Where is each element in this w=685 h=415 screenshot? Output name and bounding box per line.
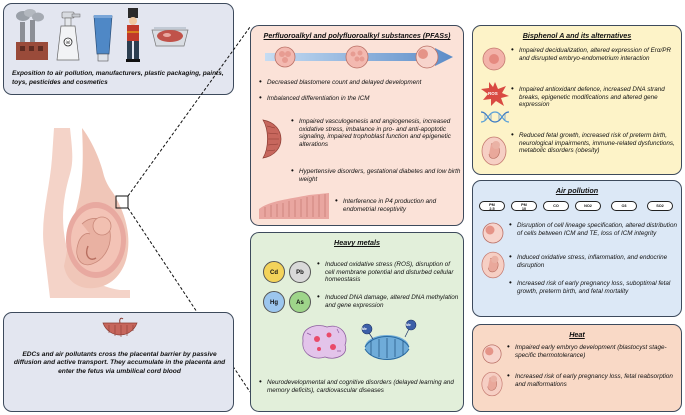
embryo-development-arrow <box>265 45 453 69</box>
pfas-bullet-1: • <box>259 77 262 86</box>
endometrium-icon <box>259 193 329 219</box>
pfas-item-1: Decreased blastomere count and delayed d… <box>267 79 422 86</box>
pfas-bullet-4: • <box>291 166 294 175</box>
pfas-bullet-2: • <box>259 93 262 102</box>
bpa-item-1: Impaired decidualization, altered expres… <box>519 47 671 62</box>
pollutant-no2: NO2 <box>575 201 601 211</box>
air-bullet-3: • <box>509 278 512 287</box>
exposure-panel: ☠ Exposition to air pollution, manufactu… <box>3 3 234 95</box>
pfas-item-3: Impaired vasculogenesis and angiogenesis… <box>299 118 451 148</box>
bpa-item-3: Reduced fetal growth, increased risk of … <box>519 132 675 155</box>
bpa-title: Bisphenol A and its alternatives <box>522 31 632 40</box>
air-title: Air pollution <box>555 186 599 195</box>
methyl-label-2: Me <box>406 323 411 327</box>
bpa-bullet-2: • <box>511 84 514 93</box>
heat-bullet-2: • <box>507 371 510 380</box>
blastocyst-icon-heat <box>482 344 502 364</box>
pfas-bullet-5: • <box>335 196 338 205</box>
bpa-bullet-3: • <box>511 130 514 139</box>
heat-item-1: Impaired early embryo development (blast… <box>515 344 667 359</box>
pfas-item-4: Hypertensive disorders, gestational diab… <box>299 168 461 183</box>
ros-burst-icon <box>481 82 509 106</box>
pfas-item-5: Interference in P4 production and endome… <box>343 198 437 213</box>
spray-bottle-icon: ☠ <box>56 11 81 61</box>
heat-item-2: Increased risk of early pregnancy loss, … <box>515 373 673 388</box>
fetus-icon-heat <box>481 371 503 397</box>
metals-item-1: Induced oxidative stress (ROS), disrupti… <box>325 261 454 284</box>
air-bullet-1: • <box>509 220 512 229</box>
metals-bullet-1: • <box>317 259 320 268</box>
heavy-metals-title: Heavy metals <box>334 238 380 247</box>
pollutant-o3: O3 <box>611 201 637 211</box>
air-item-3: Increased risk of early pregnancy loss, … <box>517 280 671 295</box>
pfas-bullet-3: • <box>291 116 294 125</box>
plastic-packaging-icon <box>151 27 189 47</box>
pollutant-so2: SO2 <box>647 201 673 211</box>
fetus-icon <box>481 136 507 166</box>
pregnant-woman-icon <box>43 128 130 298</box>
element-pb: Pb <box>289 261 311 283</box>
heat-bullet-1: • <box>507 342 510 351</box>
metals-bullet-2: • <box>317 292 320 301</box>
pfas-item-2: Imbalanced differentiation in the ICM <box>267 95 370 102</box>
heat-title: Heat <box>569 330 585 339</box>
heat-panel: Heat • Impaired early embryo development… <box>472 324 682 412</box>
placenta-panel: EDCs and air pollutants cross the placen… <box>3 312 234 412</box>
air-bullet-2: • <box>509 252 512 261</box>
dna-methylation-icon <box>361 319 417 360</box>
cell-icon <box>482 47 506 71</box>
placenta-text: EDCs and air pollutants cross the placen… <box>13 351 226 375</box>
metals-item-3: Neurodevelopmental and cognitive disorde… <box>267 379 454 394</box>
toy-soldier-icon <box>126 8 140 62</box>
bpa-panel: Bisphenol A and its alternatives • Impai… <box>472 25 682 175</box>
bpa-bullet-1: • <box>511 45 514 54</box>
metals-bullet-3: • <box>259 377 262 386</box>
air-item-1: Disruption of cell lineage specification… <box>517 222 677 237</box>
element-cd: Cd <box>263 261 285 283</box>
damaged-cell-icon <box>302 325 347 359</box>
svg-text:☠: ☠ <box>65 39 71 46</box>
placenta-section-icon <box>262 119 282 159</box>
air-item-2: Induced oxidative stress, inflammation, … <box>517 254 668 269</box>
cosmetic-tube-icon <box>93 15 113 62</box>
heavy-metals-panel: Heavy metals Cd Pb Hg As • Induced oxida… <box>250 232 464 412</box>
bpa-item-2: Impaired antioxidant defence, increased … <box>519 86 665 109</box>
factory-icon <box>16 9 48 60</box>
ros-label: ROS <box>488 91 498 96</box>
pollutant-co: CO <box>543 201 569 211</box>
pfas-panel: Perfluoroalkyl and polyfluoroalkyl subst… <box>250 25 464 226</box>
element-hg: Hg <box>263 291 285 313</box>
dna-icon <box>480 111 510 123</box>
methyl-label-1: Me <box>362 327 367 331</box>
exposure-text: Exposition to air pollution, manufacture… <box>12 70 224 86</box>
fetus-icon-air <box>481 251 505 279</box>
placenta-icon <box>102 317 138 337</box>
metals-item-2: Induced DNA damage, altered DNA methylat… <box>325 294 459 309</box>
blastocyst-icon <box>482 222 504 244</box>
pfas-title: Perfluoroalkyl and polyfluoroalkyl subst… <box>263 31 451 40</box>
element-as: As <box>289 291 311 313</box>
